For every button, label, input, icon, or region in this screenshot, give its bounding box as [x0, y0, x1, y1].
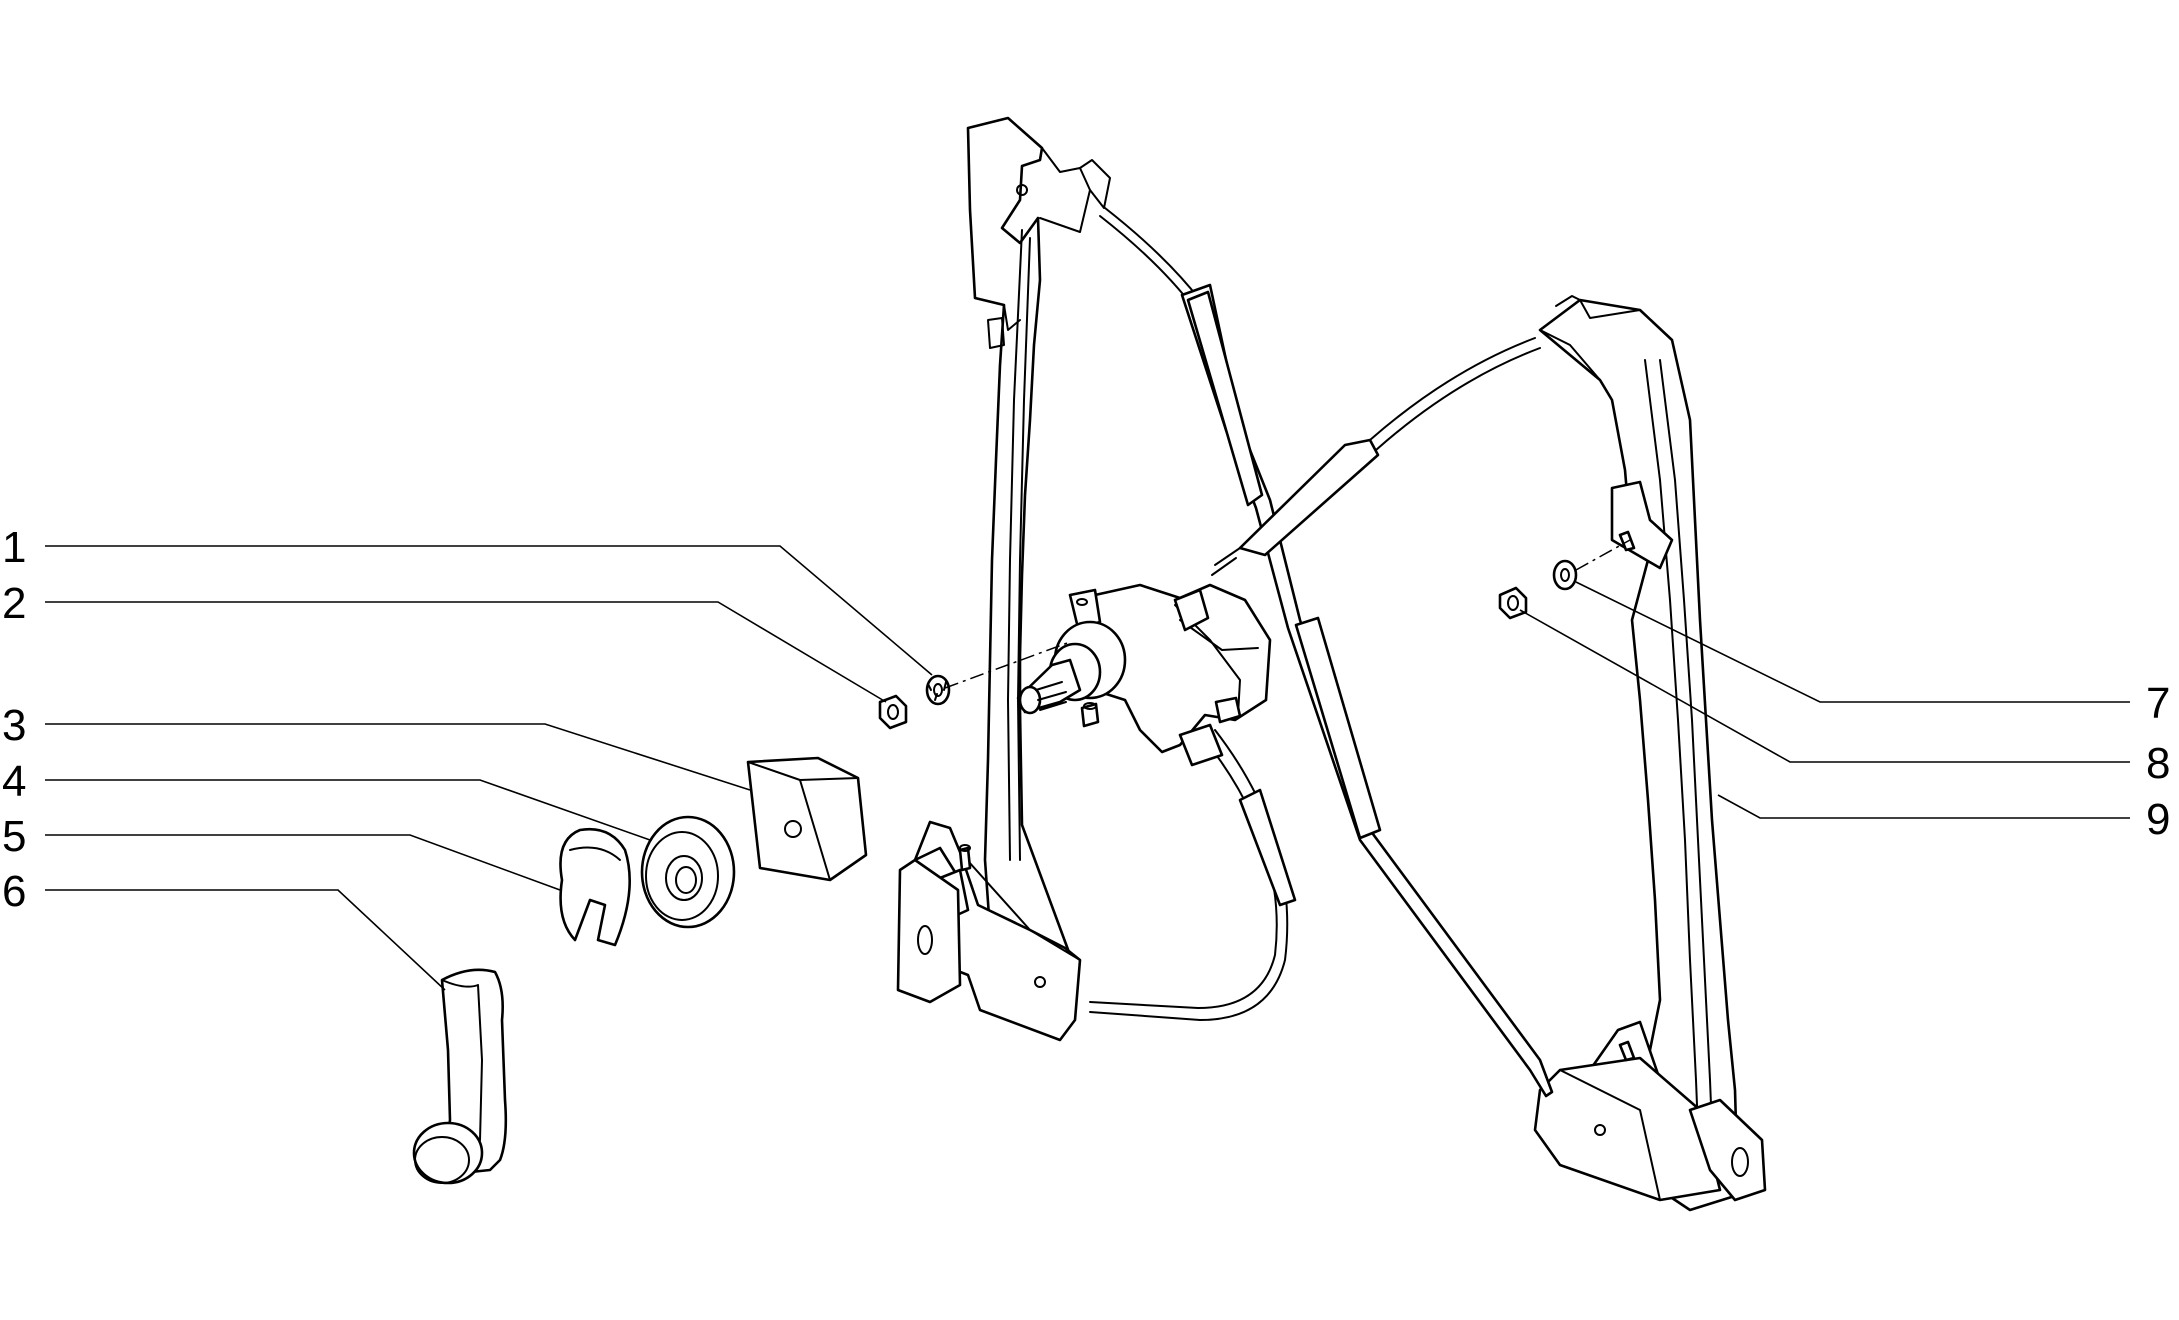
callout-8: 8	[2146, 739, 2170, 788]
part-nut-2	[878, 694, 908, 730]
callout-1: 1	[2, 523, 26, 572]
part-pad-3	[746, 756, 868, 882]
assembly-axis-right	[1575, 539, 1631, 571]
callout-9: 9	[2146, 795, 2170, 844]
left-guide-rail	[896, 116, 1111, 1042]
callout-5: 5	[2, 812, 26, 861]
part-handle-6	[412, 968, 508, 1185]
callout-labels: 1 2 3 4 5 6 7 8 9	[2, 523, 2170, 916]
regulator-mechanism	[1016, 583, 1272, 767]
part-clip-5	[559, 827, 631, 947]
cables	[1089, 207, 1554, 1098]
callout-3: 3	[2, 701, 26, 750]
part-washer-7	[1552, 559, 1578, 591]
part-washer-1	[925, 674, 951, 706]
leader-lines	[45, 545, 2130, 991]
assembly-axis-left	[944, 641, 1071, 689]
right-guide-rail	[1533, 295, 1767, 1212]
part-nut-8	[1498, 586, 1528, 620]
callout-6: 6	[2, 867, 26, 916]
part-escutcheon-4	[640, 815, 736, 929]
callout-2: 2	[2, 579, 26, 628]
callout-4: 4	[2, 757, 26, 806]
callout-7: 7	[2146, 679, 2170, 728]
